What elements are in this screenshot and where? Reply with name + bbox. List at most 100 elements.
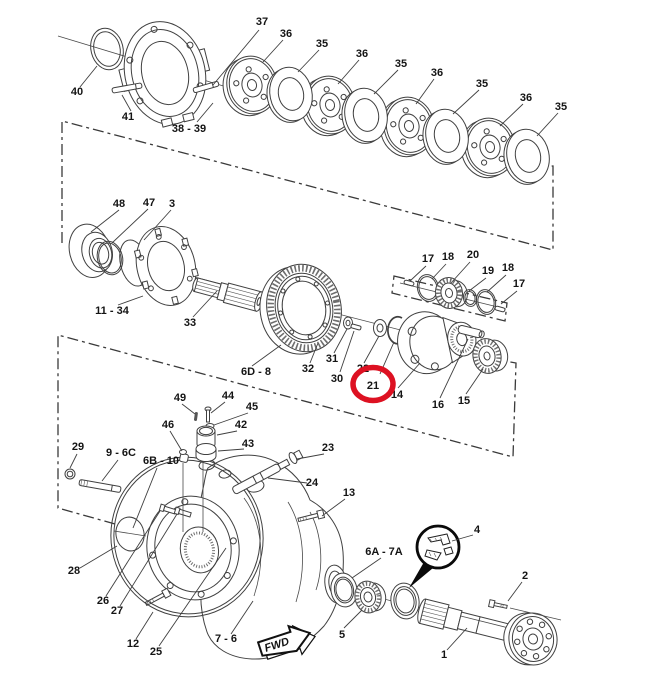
callout-42[interactable]: 42 xyxy=(235,419,247,431)
part-35-plate xyxy=(503,128,550,185)
callout-6B-10[interactable]: 6B - 10 xyxy=(143,455,179,467)
part-36-friction-disc xyxy=(460,117,516,179)
part-40-ring xyxy=(90,27,124,71)
detail-balloon xyxy=(409,524,461,588)
part-35-plate xyxy=(266,66,313,123)
callout-29[interactable]: 29 xyxy=(72,441,84,453)
housing-group-boundary xyxy=(57,334,517,525)
callout-48[interactable]: 48 xyxy=(113,198,125,210)
callout-26[interactable]: 26 xyxy=(97,595,109,607)
callout-3[interactable]: 3 xyxy=(169,198,175,210)
callout-24[interactable]: 24 xyxy=(306,477,319,489)
part-2-bolt xyxy=(487,599,508,609)
part-23-nut xyxy=(288,449,304,464)
highlight-ring-group xyxy=(350,364,396,404)
callout-31[interactable]: 31 xyxy=(326,353,338,365)
callout-35[interactable]: 35 xyxy=(316,38,328,50)
callout-20[interactable]: 20 xyxy=(467,249,479,261)
callout-41[interactable]: 41 xyxy=(122,111,134,123)
part-49-pin xyxy=(193,411,198,422)
callout-16[interactable]: 16 xyxy=(432,399,444,411)
callout-36[interactable]: 36 xyxy=(520,92,532,104)
part-35-plate xyxy=(422,108,469,165)
part-13-bolt xyxy=(297,509,326,523)
callout-17[interactable]: 17 xyxy=(422,253,434,265)
part-5-gear xyxy=(354,580,387,614)
callout-12[interactable]: 12 xyxy=(127,638,139,650)
callout-17[interactable]: 17 xyxy=(513,278,525,290)
callout-19[interactable]: 19 xyxy=(482,265,494,277)
callout-28[interactable]: 28 xyxy=(68,565,80,577)
callout-23[interactable]: 23 xyxy=(322,442,334,454)
callout-7-6[interactable]: 7 - 6 xyxy=(215,633,237,645)
callout-33[interactable]: 33 xyxy=(184,317,196,329)
callout-35[interactable]: 35 xyxy=(555,101,567,113)
callout-25[interactable]: 25 xyxy=(150,646,162,658)
part-33-input-shaft xyxy=(192,277,264,312)
callout-35[interactable]: 35 xyxy=(395,58,407,70)
part-43-breather-base xyxy=(195,443,217,462)
part-20-gear xyxy=(434,277,468,309)
callout-44[interactable]: 44 xyxy=(222,390,235,402)
callout-43[interactable]: 43 xyxy=(242,438,254,450)
leader-lines xyxy=(69,29,559,651)
part-breather-group xyxy=(179,406,217,532)
callout-35[interactable]: 35 xyxy=(476,78,488,90)
highlight-callout-layer: 21 xyxy=(367,380,379,392)
callout-37[interactable]: 37 xyxy=(256,16,268,28)
part-4-seal xyxy=(390,582,420,620)
part-41-pin xyxy=(111,82,143,94)
part-26-bolt xyxy=(158,503,177,515)
callout-2[interactable]: 2 xyxy=(522,570,528,582)
callout-1[interactable]: 1 xyxy=(441,649,447,661)
callout-18[interactable]: 18 xyxy=(442,251,454,263)
callout-32[interactable]: 32 xyxy=(302,363,314,375)
part-15-gear xyxy=(472,338,509,374)
callout-36[interactable]: 36 xyxy=(431,67,443,79)
part-27-bolt xyxy=(173,506,192,518)
callout-40[interactable]: 40 xyxy=(71,86,83,98)
callout-27[interactable]: 27 xyxy=(111,605,123,617)
callout-36[interactable]: 36 xyxy=(280,28,292,40)
callout-21[interactable]: 21 xyxy=(367,380,379,392)
callout-38-39[interactable]: 38 - 39 xyxy=(172,123,206,135)
callout-5[interactable]: 5 xyxy=(339,629,345,641)
part-46-fitting xyxy=(179,449,189,463)
callout-36[interactable]: 36 xyxy=(356,48,368,60)
part-30-pin xyxy=(350,323,362,331)
part-17-retainer xyxy=(403,279,415,287)
part-29-nut xyxy=(64,468,76,480)
part-38-39-brake-housing xyxy=(118,21,211,128)
callout-6A-7A[interactable]: 6A - 7A xyxy=(365,546,403,558)
callout-18[interactable]: 18 xyxy=(502,262,514,274)
part-44-bolt xyxy=(204,406,212,423)
callout-15[interactable]: 15 xyxy=(458,395,470,407)
callout-6D-8[interactable]: 6D - 8 xyxy=(241,366,271,378)
part-7-6-axle-housing xyxy=(144,454,348,660)
callout-4[interactable]: 4 xyxy=(474,524,481,536)
callout-47[interactable]: 47 xyxy=(143,197,155,209)
callout-30[interactable]: 30 xyxy=(331,373,343,385)
callout-49[interactable]: 49 xyxy=(174,392,186,404)
callout-14[interactable]: 14 xyxy=(391,389,404,401)
part-22-washer xyxy=(373,319,387,337)
part-ring-gear xyxy=(259,263,342,355)
callout-45[interactable]: 45 xyxy=(246,401,258,413)
part-6b-10-anchor-hole xyxy=(113,516,147,552)
part-18-ring xyxy=(475,289,497,315)
part-1-axle-flange xyxy=(503,612,558,666)
part-9-6c-stud xyxy=(78,479,122,493)
callout-46[interactable]: 46 xyxy=(162,419,174,431)
callout-11-34[interactable]: 11 - 34 xyxy=(95,305,130,317)
part-17-retainer xyxy=(494,305,506,313)
part-47-ring xyxy=(96,240,124,276)
gear-set-boundary xyxy=(391,275,508,322)
part-31-washer xyxy=(343,316,353,330)
part-35-plate xyxy=(341,87,388,144)
callout-9-6C[interactable]: 9 - 6C xyxy=(106,447,136,459)
highlight-ring xyxy=(350,364,396,404)
callout-13[interactable]: 13 xyxy=(343,487,355,499)
